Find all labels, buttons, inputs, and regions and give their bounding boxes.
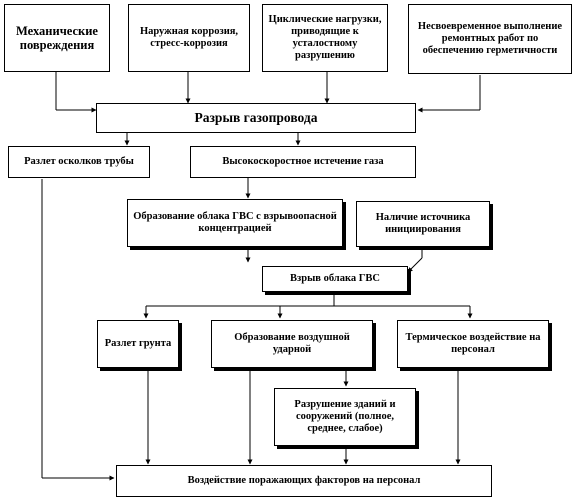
node-pipeline-rupture: Разрыв газопровода [96, 103, 416, 133]
node-buildings-destruction: Разрушение зданий и сооружений (полное, … [274, 388, 416, 446]
node-pipe-fragments-scatter: Разлет осколков трубы [8, 146, 150, 178]
node-soil-scatter: Разлет грунта [97, 320, 179, 368]
node-thermal-impact: Термическое воздействие на персонал [397, 320, 549, 368]
node-mechanical-damage: Механические повреждения [4, 4, 110, 72]
node-cyclic-loads: Циклические нагрузки, приводящие к устал… [262, 4, 388, 72]
node-corrosion: Наружная коррозия, стресс-коррозия [128, 4, 250, 72]
node-gas-outflow: Высокоскоростное истечение газа [190, 146, 416, 178]
node-personnel-impact: Воздействие поражающих факторов на персо… [116, 465, 492, 497]
node-air-shock-wave: Образование воздушной ударной [211, 320, 373, 368]
node-untimely-repair: Несвоевременное выполнение ремонтных раб… [408, 4, 572, 74]
arrow-ignition-to-explosion-h [407, 257, 423, 273]
node-gas-cloud-formation: Образование облака ГВС с взрывоопасной к… [127, 199, 343, 247]
node-ignition-source: Наличие источника инициирования [356, 201, 490, 247]
node-gas-cloud-explosion: Взрыв облака ГВС [262, 266, 408, 292]
